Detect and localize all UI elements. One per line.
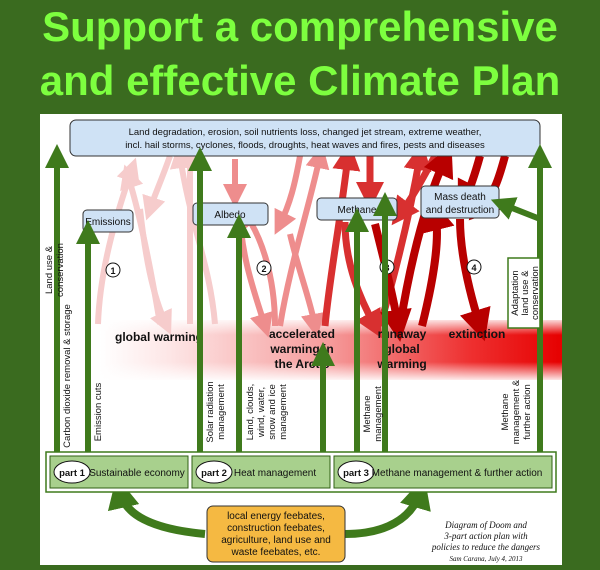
policy-arrows — [45, 144, 552, 452]
impacts-line-2: incl. hail storms, cyclones, floods, dro… — [125, 140, 485, 151]
impacts-line-1: Land degradation, erosion, soil nutrient… — [129, 127, 482, 138]
adaptation-box — [507, 257, 541, 329]
adaptation-line-3: conservation — [530, 266, 541, 320]
feebates-box — [206, 505, 346, 563]
caption-author: Sam Carana, July 4, 2013 — [449, 555, 523, 563]
part-2-label: Heat management — [234, 468, 316, 479]
arctic-line-2: warming in — [269, 342, 333, 356]
part-2-badge — [195, 460, 233, 484]
land-use-label-line-2: conservation — [55, 243, 66, 297]
methane-mgmt-line-1: Methane — [362, 396, 373, 433]
runaway-line-2: global — [384, 342, 419, 356]
land-use-label-line-1: Land use & — [44, 245, 55, 294]
stage-2-number: 2 — [261, 264, 266, 274]
part-3-number: part 3 — [343, 468, 369, 479]
caption-line-3: policies to reduce the dangers — [431, 542, 541, 552]
headline-line-2: and effective Climate Plan — [39, 57, 561, 104]
albedo-label: Albedo — [214, 210, 246, 221]
adaptation-line-1: Adaptation — [510, 270, 521, 315]
methane-mgmt-line-2: management — [373, 386, 384, 442]
part-1-number: part 1 — [59, 468, 86, 479]
diagram-panel: Land degradation, erosion, soil nutrient… — [40, 114, 562, 565]
feebates-line-2: construction feebates, — [227, 523, 325, 534]
adaptation-line-2: land use & — [520, 270, 531, 316]
stage2-arrows — [223, 144, 330, 338]
impacts-box — [69, 119, 541, 157]
methane-further-line-3: further action — [522, 384, 533, 439]
land-clouds-line-3: snow and ice — [267, 384, 278, 439]
solar-label-line-2: management — [216, 384, 227, 440]
extinction-label: extinction — [449, 327, 506, 341]
solar-label-line-1: Solar radiation — [205, 381, 216, 442]
methane-label: Methane — [338, 205, 377, 216]
stage-2-marker — [256, 260, 272, 276]
stage1-arrows — [95, 144, 218, 335]
land-clouds-line-4: management — [278, 384, 289, 440]
global-warming-label: global warming — [115, 330, 203, 344]
feebates-line-4: waste feebates, etc. — [231, 547, 321, 558]
stage-4-marker — [466, 259, 482, 275]
part-2-number: part 2 — [201, 468, 227, 479]
land-clouds-line-2: wind, water, — [256, 387, 267, 438]
part-3-badge — [337, 460, 375, 484]
stage-1-marker — [105, 262, 121, 278]
arctic-line-1: accelerated — [269, 327, 335, 341]
stage4-arrows — [371, 144, 509, 342]
emission-cuts-label: Emission cuts — [93, 382, 104, 441]
mass-death-line-1: Mass death — [434, 192, 486, 203]
feebate-arrows — [107, 476, 431, 538]
stage-1-number: 1 — [110, 266, 115, 276]
feebates-line-3: agriculture, land use and — [221, 535, 331, 546]
part-3-label: Methane management & further action — [372, 468, 543, 479]
caption-line-2: 3-part action plan with — [443, 531, 528, 541]
part-1-badge — [53, 460, 91, 484]
stage-4-number: 4 — [471, 263, 476, 273]
runaway-line-3: warming — [376, 357, 426, 371]
mass-death-line-2: and destruction — [426, 205, 494, 216]
methane-further-line-1: Methane — [500, 394, 511, 431]
diagram-svg: Land degradation, erosion, soil nutrient… — [44, 119, 562, 563]
carbon-removal-label: Carbon dioxide removal & storage — [62, 304, 73, 448]
part-1-label: Sustainable economy — [89, 468, 185, 479]
caption-line-1: Diagram of Doom and — [444, 520, 527, 530]
land-clouds-line-1: Land, clouds, — [245, 384, 256, 441]
runaway-line-1: runaway — [378, 327, 427, 341]
headline-line-1: Support a comprehensive — [42, 3, 558, 50]
emissions-label: Emissions — [85, 217, 131, 228]
methane-further-line-2: management & — [511, 379, 522, 444]
feebates-line-1: local energy feebates, — [227, 511, 325, 522]
